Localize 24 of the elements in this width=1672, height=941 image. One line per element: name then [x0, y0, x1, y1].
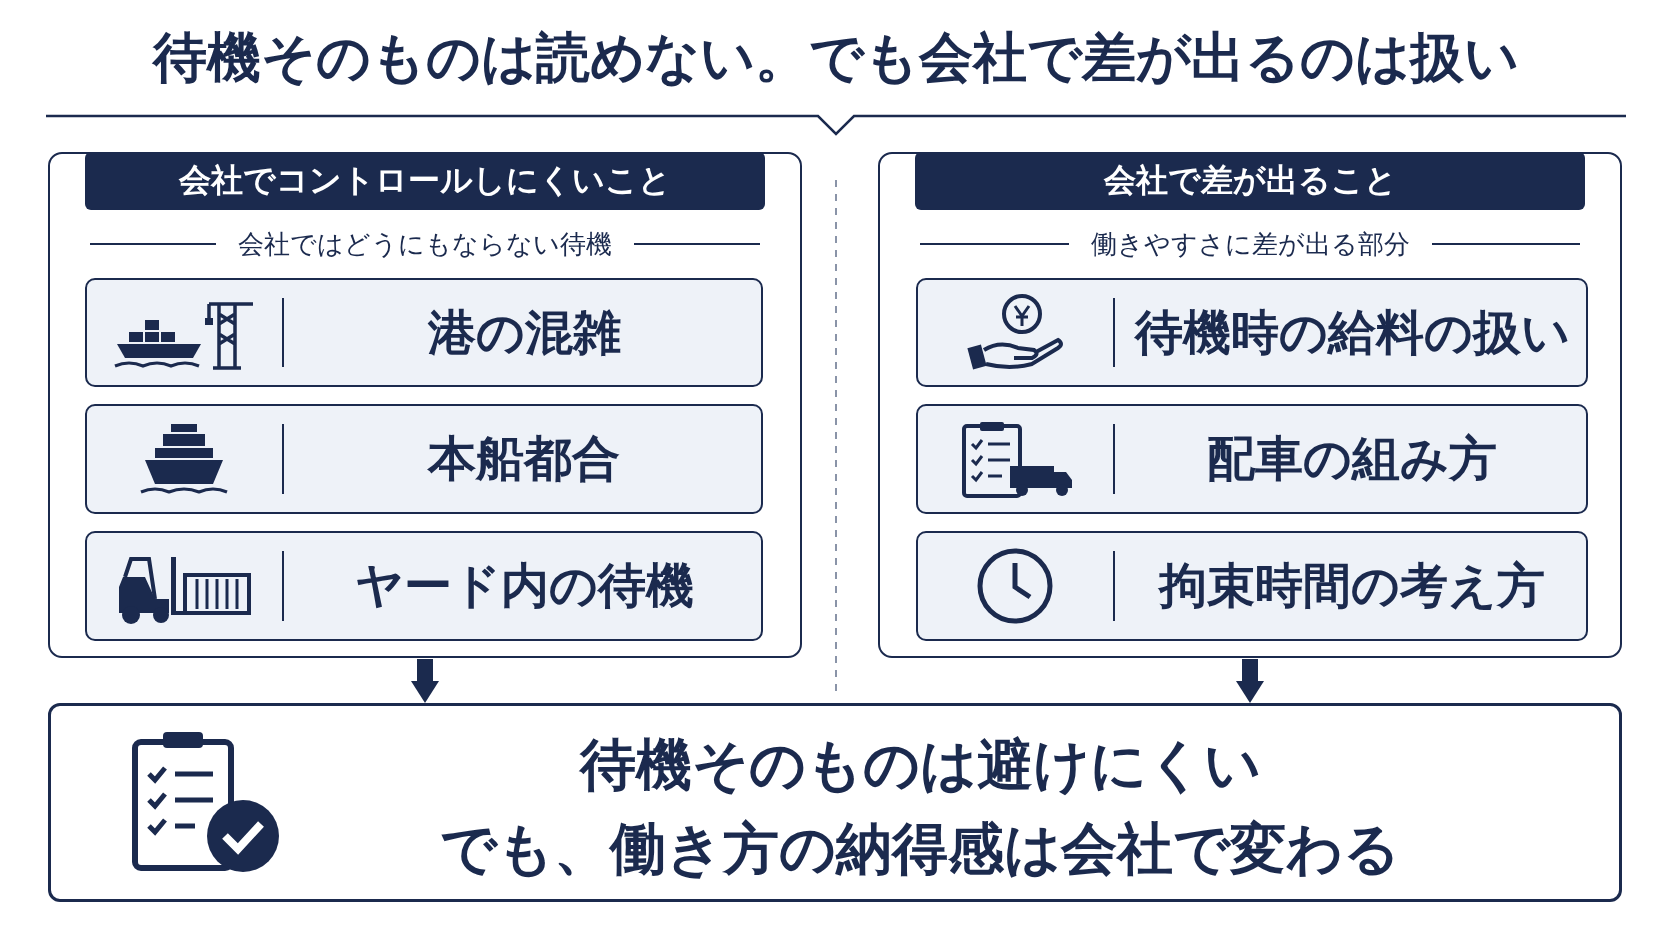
panel-heading: 会社で差が出ること — [915, 152, 1585, 210]
item-label: 待機時の給料の扱い — [1133, 302, 1571, 362]
conclusion-text: 待機そのものは避けにくい — [578, 731, 1262, 799]
conclusion-box — [48, 703, 1622, 902]
item-card — [85, 404, 763, 514]
item-card — [916, 404, 1588, 514]
item-label: 本船都合 — [426, 429, 621, 488]
category-panel — [48, 152, 802, 658]
panel-subheading: 働きやすさに差が出る部分 — [1090, 227, 1410, 261]
item-label: 港の混雑 — [426, 302, 622, 362]
item-card — [916, 531, 1588, 641]
arrow — [1236, 659, 1264, 703]
item-card — [85, 278, 763, 387]
category-panel — [878, 152, 1622, 658]
item-label: ヤード内の待機 — [353, 556, 695, 615]
title: 待機そのものは読めない。でも会社で差が出るのは扱い — [151, 25, 1520, 91]
conclusion-text: でも、働き方の納得感は会社で変わる — [439, 815, 1401, 883]
item-label: 拘束時間の考え方 — [1157, 556, 1546, 615]
arrow — [411, 659, 439, 703]
panel-heading: 会社でコントロールしにくいこと — [85, 152, 765, 210]
panel-subheading: 会社ではどうにもならない待機 — [238, 227, 612, 261]
item-label: 配車の組み方 — [1206, 429, 1498, 488]
item-card — [85, 531, 763, 641]
item-card — [916, 278, 1588, 387]
